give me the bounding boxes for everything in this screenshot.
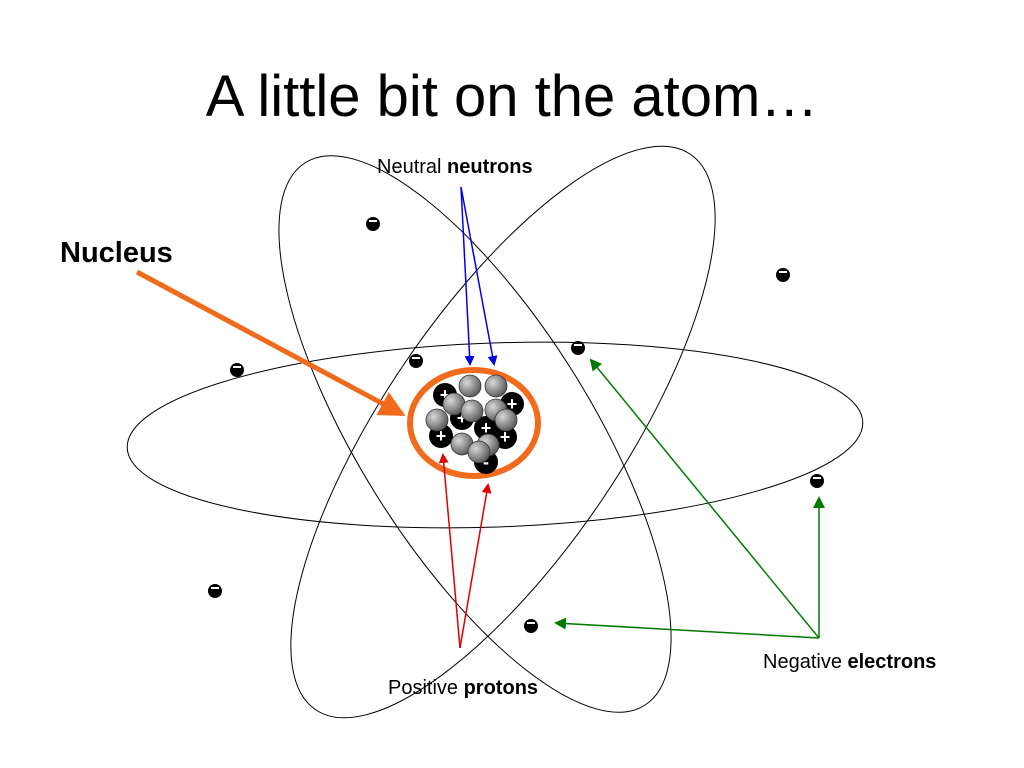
electrons [208,217,824,633]
neutron [467,440,491,464]
electron [208,584,222,598]
electron [230,363,244,377]
electron [366,217,380,231]
svg-text:+: + [440,385,451,405]
svg-text:+: + [457,408,468,428]
neutrons-label-prefix: Neutral [377,156,442,178]
orbit-horizontal [126,341,864,529]
proton-arrow [438,453,461,649]
svg-text:+: + [507,394,518,414]
orbit-right-tilt [290,145,716,719]
nucleus-particles: + + + + + + - [425,374,524,474]
slide-title: A little bit on the atom… [205,64,819,129]
svg-text:+: + [481,418,492,438]
neutron-arrow [460,186,475,366]
protons-label-bold: protons [463,677,539,699]
svg-text:-: - [483,452,489,472]
neutron [425,408,449,432]
neutron [460,399,484,423]
neutrons-label-bold: neutrons [447,156,533,178]
orbit-left-tilt [278,155,672,713]
electrons-label-bold: electrons [847,651,937,673]
electron [571,341,585,355]
proton: + [474,416,498,440]
electron-arrow [554,617,820,639]
neutron [458,374,482,398]
protons-label: Positive protons [388,676,538,700]
electron [810,474,824,488]
neutron [494,408,518,432]
protons-label-prefix: Positive [388,677,459,699]
nucleus-label: Nucleus [60,237,173,269]
neutrons-label: Neutral neutrons [377,155,533,179]
proton-arrow [459,483,492,649]
electron [409,354,423,368]
svg-text:+: + [436,426,447,446]
nucleus-arrow [135,269,406,417]
electron [524,619,538,633]
electron-arrow [589,358,820,639]
neutron [484,374,508,398]
svg-text:+: + [500,427,511,447]
electrons-label: Negative electrons [763,650,936,674]
neutron-arrow [460,186,498,366]
electron [776,268,790,282]
electrons-label-prefix: Negative [763,651,842,673]
